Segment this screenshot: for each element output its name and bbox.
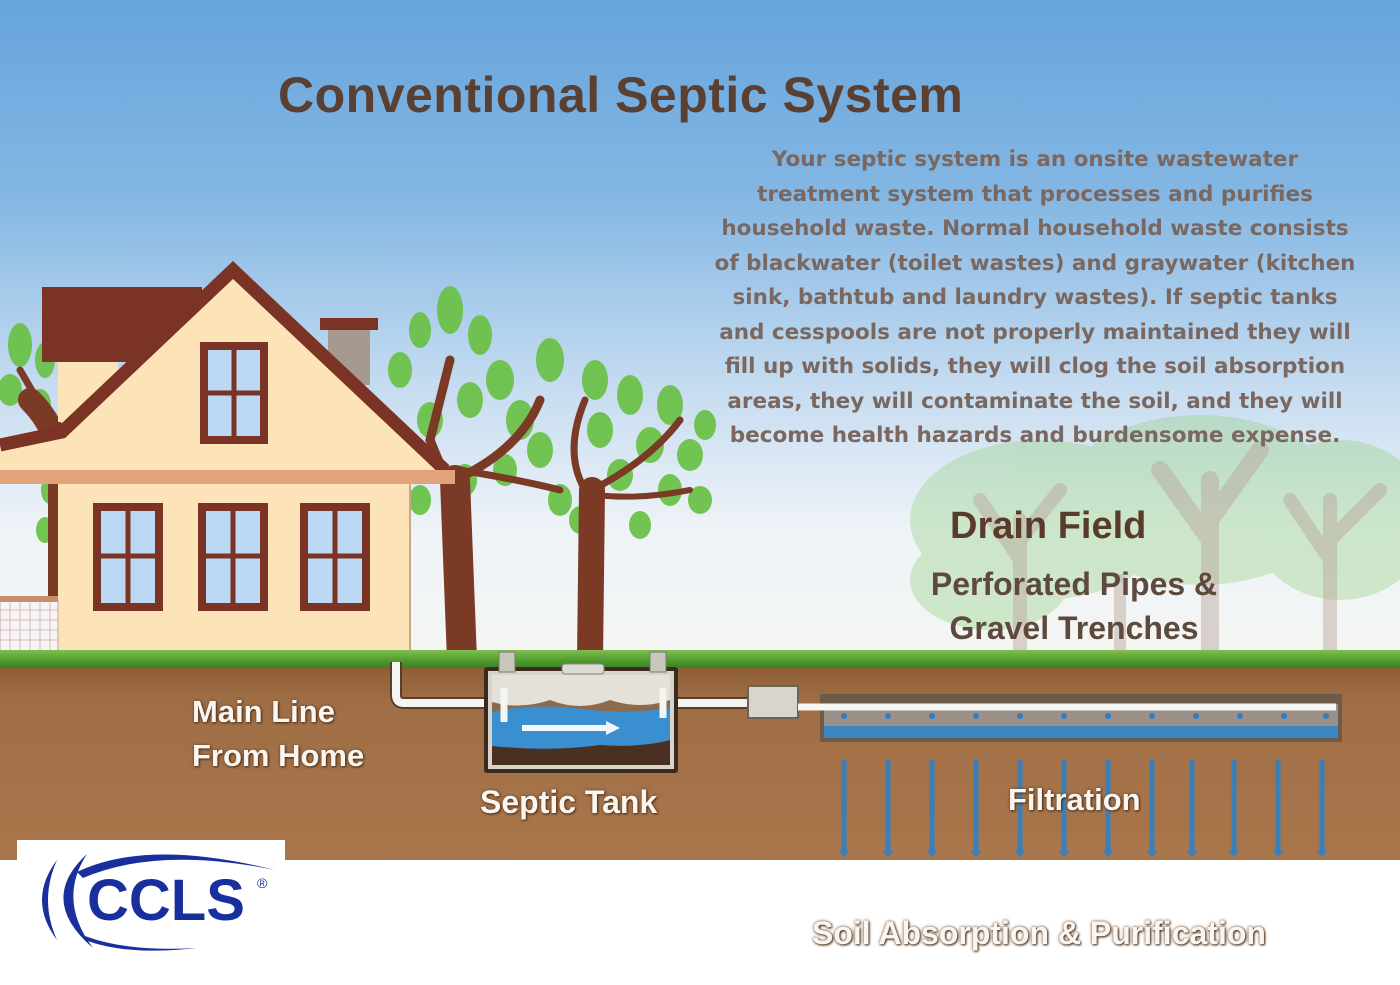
description-line: treatment system that processes and puri… (757, 181, 1313, 207)
description-line: fill up with solids, they will clog the … (724, 354, 1346, 379)
description-text: Your septic system is an onsite wastewat… (690, 143, 1380, 454)
ccls-logo: CCLS ® (17, 840, 285, 958)
distribution-box (747, 685, 799, 719)
topsoil (0, 660, 1400, 860)
main-line-label-line: From Home (192, 738, 365, 773)
description-line: areas, they will contaminate the soil, a… (727, 388, 1343, 414)
septic-tank-label: Septic Tank (480, 784, 658, 820)
description-line: sink, bathtub and laundry wastes). If se… (732, 285, 1338, 310)
soil-absorption-label: Soil Absorption & Purification (812, 915, 1266, 951)
description-line: Your septic system is an onsite wastewat… (771, 147, 1299, 172)
ccls-logo-icon: CCLS ® (42, 854, 275, 951)
description-line: of blackwater (toilet wastes) and graywa… (714, 250, 1356, 276)
description-line: and cesspools are not properly maintaine… (719, 319, 1351, 345)
page-title: Conventional Septic System (278, 67, 964, 123)
septic-tank (484, 651, 678, 773)
description-line: become health hazards and burdensome exp… (729, 423, 1341, 448)
svg-text:®: ® (257, 875, 268, 891)
drain-field-label: Drain Field (950, 505, 1147, 547)
grass (0, 650, 1400, 668)
drain-field-subtitle-line: Gravel Trenches (949, 610, 1199, 646)
filtration-label: Filtration (1008, 782, 1141, 817)
filtration-arrows (841, 760, 1325, 850)
house-windows (93, 342, 370, 611)
description-line: household waste. Normal household waste … (721, 216, 1349, 241)
drain-field-subtitle: Perforated Pipes & Gravel Trenches (906, 562, 1242, 650)
logo-text: CCLS (87, 868, 245, 933)
main-line-label: Main Line From Home (192, 690, 364, 778)
drain-field-subtitle-line: Perforated Pipes & (930, 566, 1218, 602)
main-line-label-line: Main Line (192, 694, 335, 729)
